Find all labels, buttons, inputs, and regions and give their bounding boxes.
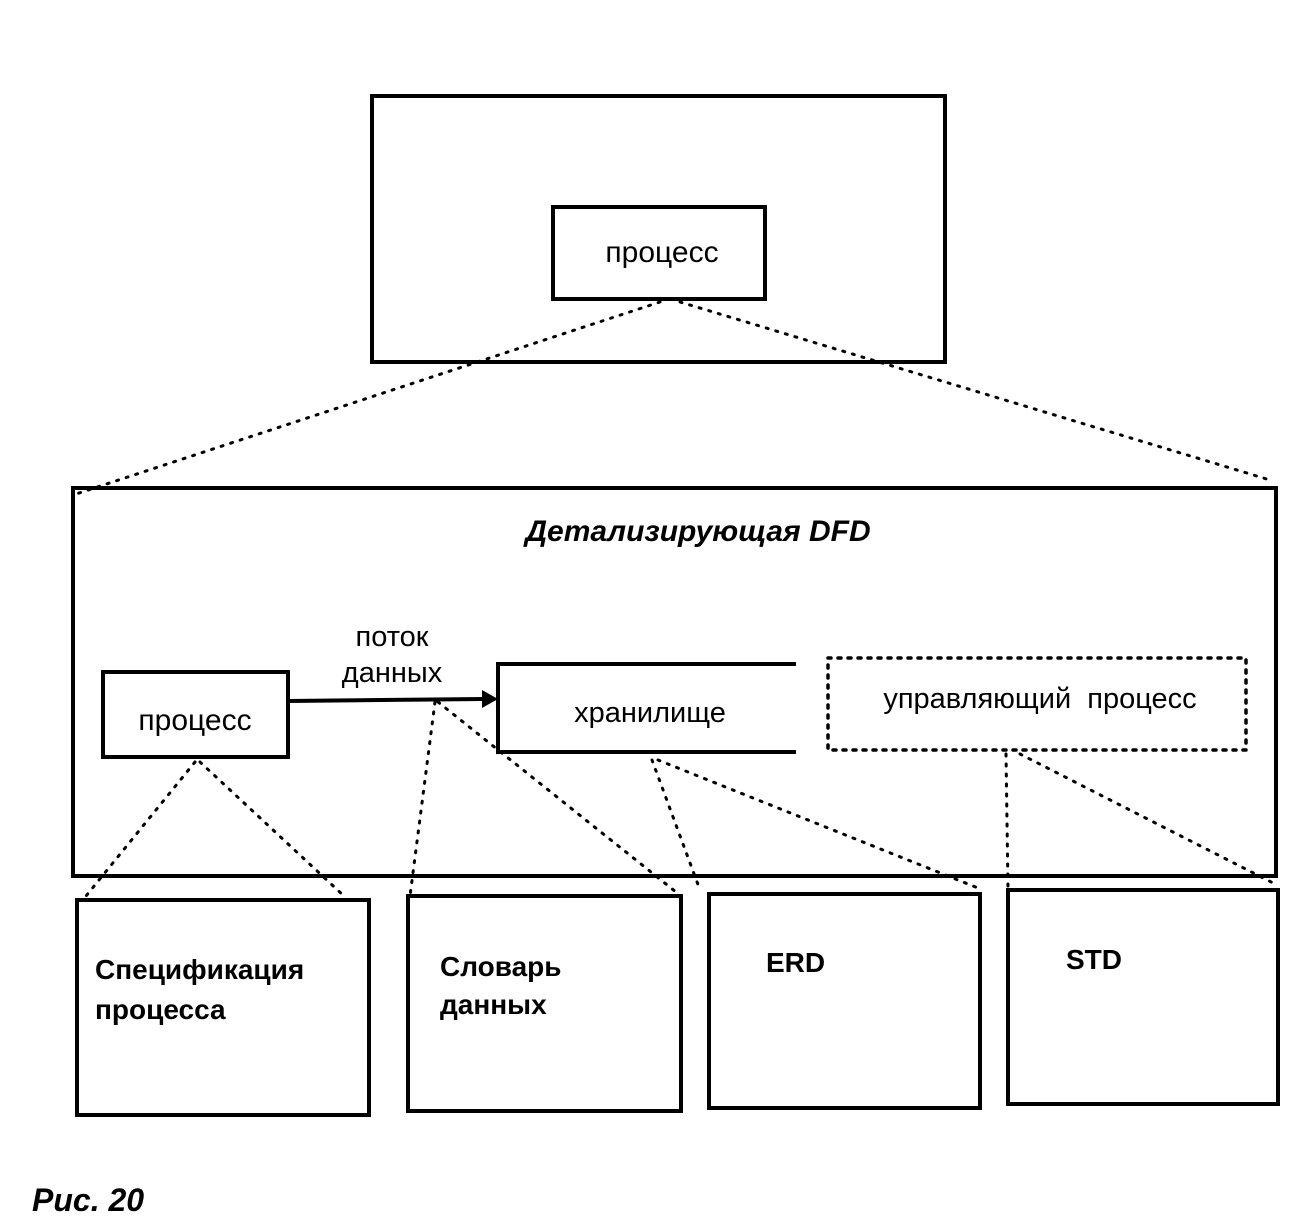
- decomposition-line-right: [678, 300, 1272, 482]
- data-flow-label-line2: данных: [342, 657, 443, 689]
- dict-link-line-left: [408, 700, 437, 898]
- spec-link-line-right: [198, 760, 346, 898]
- top-process-box: [551, 205, 767, 301]
- top-context-box: [370, 94, 947, 364]
- std-link-line-right: [1018, 752, 1277, 886]
- data-flow-arrowhead: [482, 690, 498, 708]
- control-process-label: управляющий процесс: [883, 683, 1196, 715]
- std-label: STD: [1066, 944, 1122, 975]
- std-box: [1006, 888, 1280, 1106]
- data-flow-line: [287, 697, 485, 703]
- detail-dfd-box: [71, 486, 1278, 878]
- spec-link-line-left: [84, 760, 197, 898]
- data-store-label: хранилище: [574, 697, 726, 729]
- data-dictionary-label-line2: данных: [440, 989, 547, 1020]
- erd-box: [707, 892, 982, 1110]
- erd-link-line-left: [650, 758, 702, 892]
- erd-link-line-right: [656, 758, 980, 890]
- data-dictionary-label-line1: Словарь: [440, 951, 561, 982]
- data-flow-label-line1: поток: [356, 621, 429, 653]
- top-process-label: процесс: [605, 236, 718, 269]
- process-spec-label-line2: процесса: [95, 994, 226, 1025]
- figure-caption: Рис. 20: [32, 1182, 144, 1218]
- decomposition-line-left: [74, 300, 662, 496]
- std-link-line-left: [1004, 752, 1010, 890]
- dict-link-line-right: [436, 700, 678, 894]
- detail-process-label: процесс: [138, 704, 251, 737]
- data-store-shape: [496, 662, 796, 754]
- data-dictionary-box: [406, 894, 683, 1113]
- control-process-box: [826, 656, 1248, 752]
- erd-label: ERD: [766, 947, 825, 978]
- process-spec-box: [75, 898, 371, 1117]
- process-spec-label-line1: Спецификация: [95, 954, 304, 985]
- detail-dfd-title: Детализирующая DFD: [522, 515, 870, 548]
- detail-process-box: [101, 670, 290, 759]
